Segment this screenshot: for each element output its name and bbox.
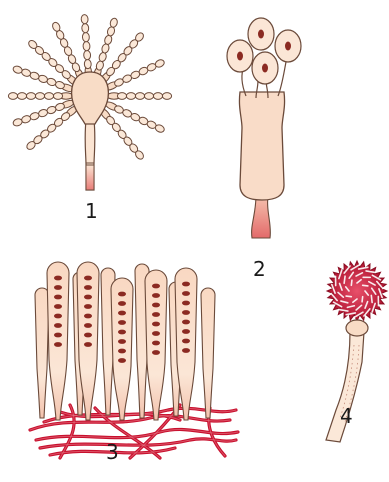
conidium — [8, 93, 17, 100]
ascospore — [152, 284, 160, 289]
figure-label-1: 1 — [85, 201, 98, 221]
ascospore — [152, 322, 160, 327]
basidiospore-4 — [275, 30, 301, 62]
spore-mark — [362, 297, 363, 302]
conidium — [153, 93, 162, 100]
asci-group — [35, 262, 215, 420]
sporangium-head — [327, 261, 387, 321]
ascospore — [54, 333, 62, 338]
ascospore — [118, 301, 126, 306]
ascospore — [84, 314, 92, 319]
conidiophore-figure — [8, 14, 171, 190]
conidium — [83, 41, 90, 51]
ascospore — [182, 329, 190, 334]
ascospore — [152, 341, 160, 346]
ascospore — [84, 333, 92, 338]
ascospore — [182, 348, 190, 353]
ascospore — [182, 320, 190, 325]
paraphysis — [35, 288, 49, 418]
ascospore — [182, 291, 190, 296]
sporangium-figure — [326, 261, 387, 442]
ascospore — [118, 339, 126, 344]
ascospore — [152, 350, 160, 355]
asci-figure — [30, 262, 238, 458]
conidium — [135, 93, 144, 100]
basidium-figure — [227, 18, 301, 238]
conidium — [144, 93, 153, 100]
conidium — [162, 93, 171, 100]
spore-mark — [351, 280, 352, 285]
ascospore — [182, 310, 190, 315]
ascospore — [84, 323, 92, 328]
basidium-body — [239, 92, 284, 200]
conidium — [35, 93, 44, 100]
conidium — [53, 93, 62, 100]
stalk-base — [86, 165, 94, 190]
conidium — [82, 23, 89, 33]
ascospore — [118, 311, 126, 316]
basidiospore-2 — [248, 18, 274, 50]
ascospore — [182, 339, 190, 344]
ascospore — [118, 320, 126, 325]
paraphysis — [201, 288, 215, 418]
conidium — [26, 93, 35, 100]
basidium-base — [252, 195, 271, 238]
basidiospore-1 — [227, 40, 253, 72]
ascospore — [152, 331, 160, 336]
basidiospore-3 — [252, 52, 278, 84]
ascospore — [84, 295, 92, 300]
figure-label-4: 4 — [340, 406, 353, 426]
conidium — [84, 59, 91, 69]
ascospore — [118, 358, 126, 363]
ascospore — [84, 276, 92, 281]
conidium — [44, 93, 53, 100]
spore-mark — [346, 296, 351, 297]
spore-mark — [371, 295, 372, 302]
conidium — [81, 14, 88, 24]
sporangium-wall — [327, 261, 387, 321]
ascospore — [152, 303, 160, 308]
ascospore — [54, 314, 62, 319]
ascospore — [152, 293, 160, 298]
ascospore — [182, 282, 190, 287]
ascospore — [54, 276, 62, 281]
ascospore — [54, 285, 62, 290]
ascospore — [152, 312, 160, 317]
ascospore — [54, 304, 62, 309]
conidium — [126, 93, 135, 100]
ascospore — [54, 323, 62, 328]
conidium — [82, 32, 89, 42]
figure-label-3: 3 — [106, 442, 119, 462]
ascospore — [54, 295, 62, 300]
ascospore — [118, 349, 126, 354]
ascospore — [54, 342, 62, 347]
conidium — [83, 50, 90, 60]
conidium — [17, 93, 26, 100]
spore-mark — [344, 276, 345, 283]
ascospore — [84, 304, 92, 309]
figure-label-2: 2 — [253, 259, 266, 279]
ascospore — [118, 330, 126, 335]
ascospore — [118, 292, 126, 297]
spore-mark — [363, 285, 368, 286]
ascospore — [84, 285, 92, 290]
ascospore — [182, 301, 190, 306]
conidium — [117, 93, 126, 100]
apophysis — [346, 320, 368, 336]
ascospore — [84, 342, 92, 347]
